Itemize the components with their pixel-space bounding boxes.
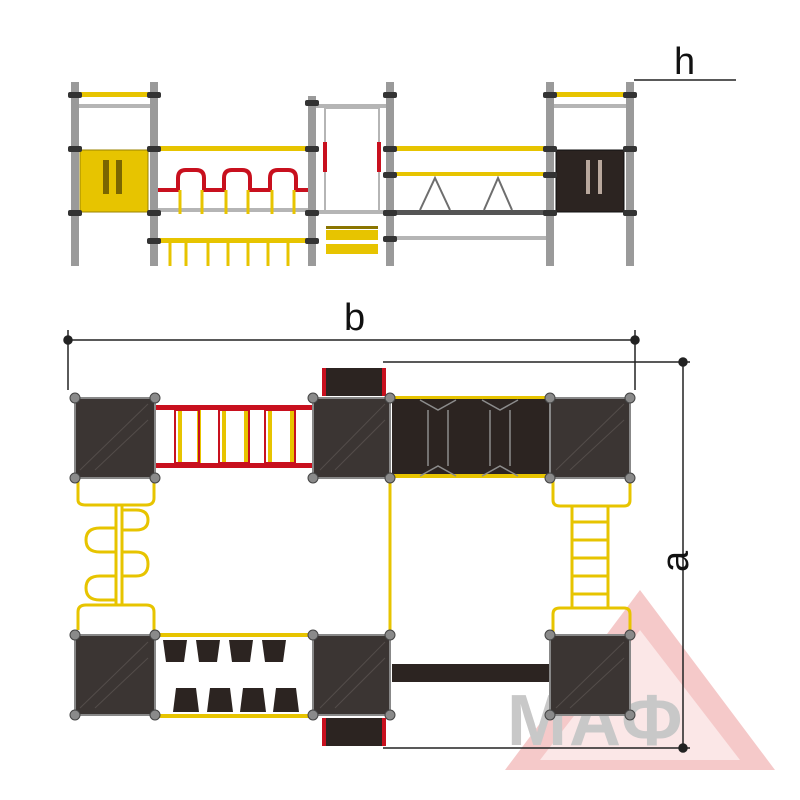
bottom-slide [322,718,386,746]
net-triangles [419,175,513,211]
net-bridge [392,396,550,478]
stepping-pads [163,640,299,712]
left-wave-climber [76,480,156,630]
post-clamps [68,92,637,244]
logo-triangle-inner [540,630,740,760]
top-slide [322,368,386,396]
dark-panel [555,149,625,213]
plan-view: b a [63,297,697,753]
depth-dimension [383,357,690,753]
depth-label: a [655,550,697,572]
width-label: b [344,297,365,339]
yellow-hangers [168,190,296,266]
deck-platforms [74,397,631,716]
height-dimension: h [634,41,736,83]
height-label: h [674,41,695,83]
width-dimension [63,330,640,390]
deck-top-left [74,397,156,479]
bottom-beam [392,664,550,682]
side-elevation: h [68,41,736,266]
red-arch-bars [158,168,310,192]
right-ladder [551,480,632,632]
yellow-panel [79,149,149,213]
center-tower [323,107,381,254]
red-ladder-bridge [155,405,313,468]
stepping-pads-bridge [155,633,313,718]
post-caps [69,392,636,721]
